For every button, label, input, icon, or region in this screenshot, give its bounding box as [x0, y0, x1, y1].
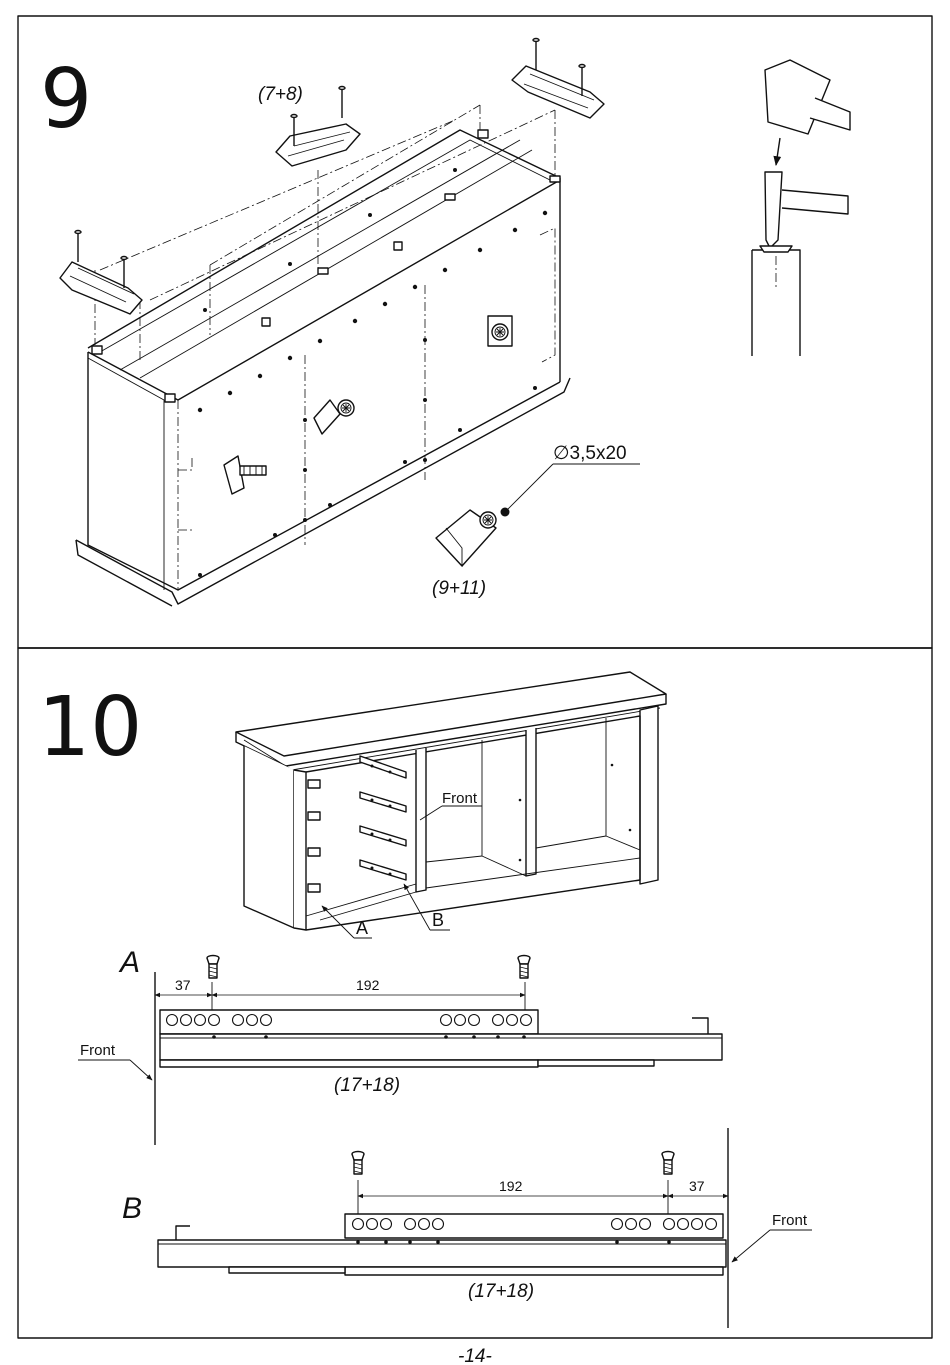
- screw-spec: ∅3,5x20: [553, 443, 627, 464]
- detail-a-dim-spacing: 192: [356, 977, 380, 993]
- detail-b-dim-spacing: 192: [499, 1178, 523, 1194]
- foot-middle: [275, 85, 361, 167]
- detail-b-screw-2: [661, 1150, 675, 1175]
- callout-b: B: [432, 910, 444, 930]
- detail-b-drawer-runner: [157, 1213, 727, 1276]
- corner-bracket-right: [487, 315, 513, 347]
- detail-a-drawer-runner: [159, 1009, 723, 1068]
- detail-a-screw-2: [517, 954, 531, 979]
- step-number-10: 10: [38, 680, 142, 775]
- detail-a-part-label: (17+18): [334, 1075, 400, 1096]
- bracket-part-label: (9+11): [432, 578, 486, 599]
- callout-a: A: [356, 918, 368, 938]
- callout-b-leader: [403, 883, 431, 931]
- hammer-detail: [751, 59, 851, 356]
- foot-alignment-guides: [94, 104, 556, 531]
- feet-part-label: (7+8): [258, 84, 303, 105]
- detail-b-front-label: Front: [772, 1212, 808, 1229]
- foot-right: [511, 37, 605, 119]
- callout-a-leader: [321, 905, 355, 939]
- detail-b-title: B: [122, 1192, 142, 1225]
- corner-bracket-middle: [313, 399, 355, 435]
- front-leader: [419, 805, 443, 821]
- detail-a-screw-1: [206, 954, 220, 979]
- foot-left: [59, 229, 143, 315]
- step-10-frame: [17, 647, 933, 1339]
- corner-bracket-with-screw: [435, 463, 640, 568]
- page-number: -14-: [458, 1346, 492, 1365]
- corner-bracket-left: [223, 455, 267, 495]
- cabinet-upright: [235, 671, 667, 931]
- detail-a-dim-edge: 37: [175, 977, 191, 993]
- detail-a-title: A: [118, 946, 140, 979]
- cabinet-body-upside-down: [75, 129, 571, 607]
- step-number-9: 9: [40, 52, 92, 147]
- detail-b-screw-1: [351, 1150, 365, 1175]
- detail-b-part-label: (17+18): [468, 1281, 534, 1302]
- front-label: Front: [442, 790, 478, 807]
- detail-b-dim-edge: 37: [689, 1178, 705, 1194]
- detail-a-front-label: Front: [80, 1042, 116, 1059]
